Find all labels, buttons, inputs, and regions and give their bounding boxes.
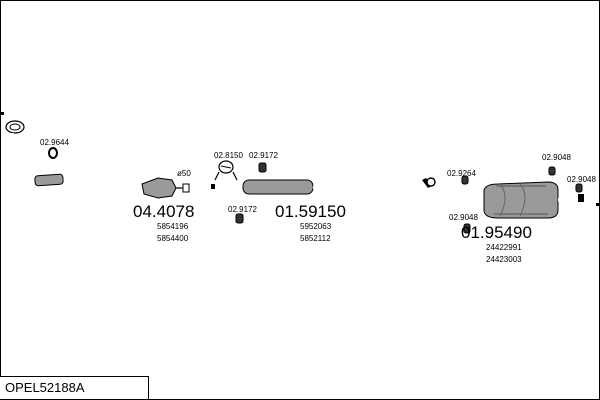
edge-mark bbox=[0, 112, 4, 115]
middle-inlet-flange bbox=[211, 184, 215, 189]
oem-number: 5852112 bbox=[300, 234, 331, 243]
label-02-9048-a: 02.9048 bbox=[449, 213, 478, 222]
label-02-9048-c: 02.9048 bbox=[567, 175, 596, 184]
oem-number: 5854196 bbox=[157, 222, 189, 231]
part-number-front-pipe: 04.4078 bbox=[133, 202, 194, 221]
label-02-9264: 02.9264 bbox=[447, 169, 476, 178]
front-pipe[interactable] bbox=[5, 120, 190, 199]
middle-silencer bbox=[242, 179, 314, 195]
rear-silencer-seams bbox=[499, 183, 526, 217]
oem-number: 5854400 bbox=[157, 234, 189, 243]
rubber-02-9048-icon[interactable] bbox=[575, 183, 583, 193]
hanger-02-8150-icon[interactable] bbox=[214, 160, 238, 181]
rubber-02-9048-icon[interactable] bbox=[463, 223, 471, 234]
label-02-8150: 02.8150 bbox=[214, 151, 243, 160]
rear-inlet-ring bbox=[426, 177, 436, 187]
rear-silencer-assembly[interactable] bbox=[426, 177, 584, 219]
label-02-9172-bottom: 02.9172 bbox=[228, 205, 257, 214]
oem-number: 24423003 bbox=[486, 255, 522, 264]
middle-inlet-pipe-fill bbox=[217, 184, 245, 189]
tail-pipe-fill bbox=[557, 196, 579, 202]
oem-number: 24422991 bbox=[486, 243, 522, 252]
label-02-9048-b: 02.9048 bbox=[542, 153, 571, 162]
oem-number: 5952063 bbox=[300, 222, 332, 231]
rubber-02-9172-icon[interactable] bbox=[258, 162, 267, 173]
rubber-02-9048-icon[interactable] bbox=[548, 166, 556, 176]
front-flange-hole bbox=[9, 123, 21, 131]
label-dia-50: ø50 bbox=[177, 169, 191, 178]
middle-pipe[interactable] bbox=[211, 177, 432, 203]
catalyst-body bbox=[141, 177, 177, 199]
catalyst-outlet-flange bbox=[182, 183, 190, 193]
part-number-rear-silencer: 01.95490 bbox=[461, 223, 532, 242]
vehicle-code-box: OPEL52188A bbox=[0, 376, 149, 399]
part-number-middle-silencer: 01.59150 bbox=[275, 202, 346, 221]
label-02-9172-top: 02.9172 bbox=[249, 151, 278, 160]
rubber-02-9172-icon[interactable] bbox=[235, 213, 244, 224]
down-pipe-fill bbox=[10, 132, 147, 195]
rear-silencer-body bbox=[483, 181, 559, 219]
rear-inlet-pipe-fill bbox=[435, 182, 486, 200]
connect-pipe-fill bbox=[312, 177, 429, 203]
rubber-02-9264-icon[interactable] bbox=[461, 175, 469, 185]
vehicle-code: OPEL52188A bbox=[5, 380, 85, 395]
clamp-02-9644-icon[interactable] bbox=[48, 147, 58, 159]
tail-pipe-tip bbox=[578, 194, 584, 202]
edge-mark bbox=[596, 203, 600, 206]
flex-section bbox=[34, 173, 64, 187]
label-02-9644: 02.9644 bbox=[40, 138, 69, 147]
